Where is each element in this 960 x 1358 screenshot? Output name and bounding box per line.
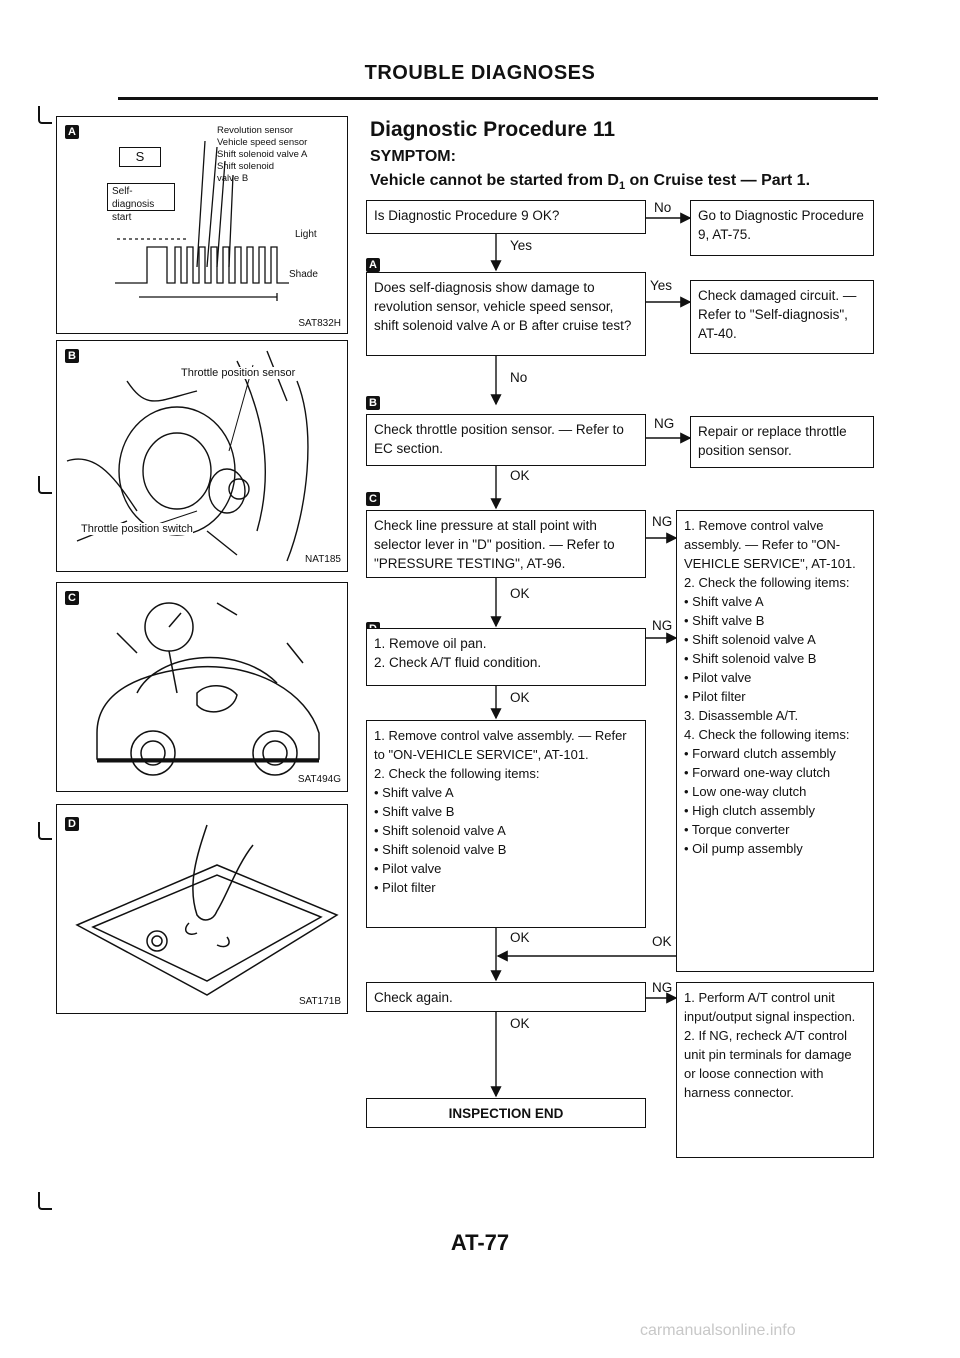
- header-rule: [118, 97, 878, 100]
- q5-item: 2. Check A/T fluid condition.: [374, 655, 542, 670]
- flow-q3-ng-action: Repair or replace throttle position sens…: [690, 416, 874, 468]
- flow-step-c-label: C: [366, 492, 380, 506]
- page-number: AT-77: [450, 1230, 510, 1255]
- flow-q6-ng-action: 1. Perform A/T control unit input/output…: [676, 982, 874, 1158]
- panel-d-oil-pan: D SAT171B: [56, 804, 348, 1014]
- legend-shift-solenoid-a: Shift solenoid valve A: [217, 149, 308, 160]
- light-label: Light: [295, 229, 317, 240]
- flow-q5-box: 1. Remove oil pan. 2. Check A/T fluid co…: [366, 628, 646, 686]
- q5-ng-tag: NG: [652, 618, 673, 633]
- symptom-label: SYMPTOM:: [370, 148, 456, 165]
- panel-a-code: SAT832H: [298, 318, 341, 329]
- legend-vehicle-speed-sensor: Vehicle speed sensor: [217, 137, 308, 148]
- repair-list-item: 1. Remove control valve assembly. — Refe…: [684, 518, 856, 571]
- repair-list-item: • Shift solenoid valve A: [684, 632, 816, 647]
- panel-b-code: NAT185: [305, 554, 341, 565]
- q3-ng-tag: NG: [654, 416, 675, 431]
- q6-ng-tag: NG: [652, 980, 673, 995]
- flow-q4-box: Check line pressure at stall point with …: [366, 510, 646, 578]
- procedure-title: Diagnostic Procedure 11: [370, 118, 616, 141]
- inspection-end-box: INSPECTION END: [366, 1098, 646, 1128]
- mid-list-item: • Shift solenoid valve B: [374, 842, 507, 857]
- throttle-switch-callout: Throttle position switch: [81, 523, 193, 535]
- q6-ng-item: 1. Perform A/T control unit input/output…: [684, 990, 856, 1024]
- q1-no-tag: No: [654, 200, 672, 215]
- repair-list-item: • Shift solenoid valve B: [684, 651, 817, 666]
- repair-list-item: • Torque converter: [684, 822, 790, 837]
- flow-repair-list-box: 1. Remove control valve assembly. — Refe…: [676, 510, 874, 972]
- repair-list-item: • Pilot filter: [684, 689, 746, 704]
- car-gauge-illustration: [96, 602, 320, 776]
- panel-a-label: A: [65, 125, 79, 139]
- flow-step-a-label: A: [366, 258, 380, 272]
- flow-q3-box: Check throttle position sensor. — Refer …: [366, 414, 646, 466]
- q6-ok-tag: OK: [510, 1016, 530, 1031]
- throttle-body-illustration: [66, 350, 309, 562]
- symptom-text: Vehicle cannot be started from D1 on Cru…: [370, 172, 811, 193]
- q5-ok-tag: OK: [510, 690, 530, 705]
- repair-list-item: • Shift valve A: [684, 594, 764, 609]
- panel-d-label: D: [65, 817, 79, 831]
- panel-a-selfdiag-chart: A S Self-diagnosis start Revolution sens…: [56, 116, 348, 334]
- flow-step-b-label: B: [366, 396, 380, 410]
- q3-ok-tag: OK: [510, 468, 530, 483]
- mid-list-item: • Shift solenoid valve A: [374, 823, 506, 838]
- repair-list-item: 2. Check the following items:: [684, 575, 850, 590]
- mid-list-item: • Shift valve A: [374, 785, 454, 800]
- right-list-ok-tag: OK: [652, 934, 672, 949]
- throttle-sensor-callout: Throttle position sensor: [181, 367, 296, 379]
- panel-c-label: C: [65, 591, 79, 605]
- s-button-box: S: [119, 147, 161, 167]
- mid-ok-tag: OK: [510, 930, 530, 945]
- mid-list-item: • Pilot valve: [374, 861, 442, 876]
- repair-list-item: • Low one-way clutch: [684, 784, 807, 799]
- shade-label: Shade: [289, 269, 318, 280]
- mid-list-item: • Pilot filter: [374, 880, 436, 895]
- panel-b-throttle-sensor: B Throttle position sensor Throttle posi…: [56, 340, 348, 572]
- panel-c-code: SAT494G: [297, 774, 341, 785]
- mid-list-item: 2. Check the following items:: [374, 766, 540, 781]
- flow-q1-no-action: Go to Diagnostic Procedure 9, AT-75.: [690, 200, 874, 256]
- panel-d-code: SAT171B: [298, 996, 341, 1007]
- q2-yes-tag: Yes: [650, 278, 673, 293]
- repair-list-item: • Oil pump assembly: [684, 841, 803, 856]
- pulse-waveform: [115, 140, 289, 301]
- q1-yes-tag: Yes: [510, 238, 533, 253]
- oil-pan-illustration: [75, 824, 339, 996]
- mid-list-item: 1. Remove control valve assembly. — Refe…: [374, 728, 627, 762]
- flow-q1-box: Is Diagnostic Procedure 9 OK?: [366, 200, 646, 234]
- watermark: carmanualsonline.info: [640, 1322, 796, 1339]
- q4-ok-tag: OK: [510, 586, 530, 601]
- q2-no-tag: No: [510, 370, 528, 385]
- selfdiag-start-box: Self-diagnosis start: [107, 183, 175, 223]
- corner-mark: [38, 106, 52, 124]
- page-header-title: TROUBLE DIAGNOSES: [364, 62, 596, 84]
- repair-list-item: • Forward one-way clutch: [684, 765, 831, 780]
- repair-list-item: 4. Check the following items:: [684, 727, 850, 742]
- q5-item: 1. Remove oil pan.: [374, 636, 487, 651]
- corner-mark: [38, 476, 52, 494]
- flow-q2-yes-action: Check damaged circuit. — Refer to "Self-…: [690, 280, 874, 354]
- repair-list-item: • Pilot valve: [684, 670, 752, 685]
- flow-q6-box: Check again.: [366, 982, 646, 1012]
- corner-mark: [38, 822, 52, 840]
- flow-q2-box: Does self-diagnosis show damage to revol…: [366, 272, 646, 356]
- repair-list-item: 3. Disassemble A/T.: [684, 708, 799, 723]
- legend-shift-solenoid: Shift solenoid: [217, 161, 275, 172]
- repair-list-item: • Shift valve B: [684, 613, 765, 628]
- flow-mid-list-box: 1. Remove control valve assembly. — Refe…: [366, 720, 646, 928]
- panel-b-label: B: [65, 349, 79, 363]
- mid-list-item: • Shift valve B: [374, 804, 455, 819]
- q6-ng-item: 2. If NG, recheck A/T control unit pin t…: [684, 1028, 852, 1100]
- panel-c-stall-test: C SAT494G: [56, 582, 348, 792]
- repair-list-item: • High clutch assembly: [684, 803, 815, 818]
- legend-revolution-sensor: Revolution sensor: [217, 125, 294, 136]
- corner-mark: [38, 1192, 52, 1210]
- repair-list-item: • Forward clutch assembly: [684, 746, 836, 761]
- q4-ng-tag: NG: [652, 514, 673, 529]
